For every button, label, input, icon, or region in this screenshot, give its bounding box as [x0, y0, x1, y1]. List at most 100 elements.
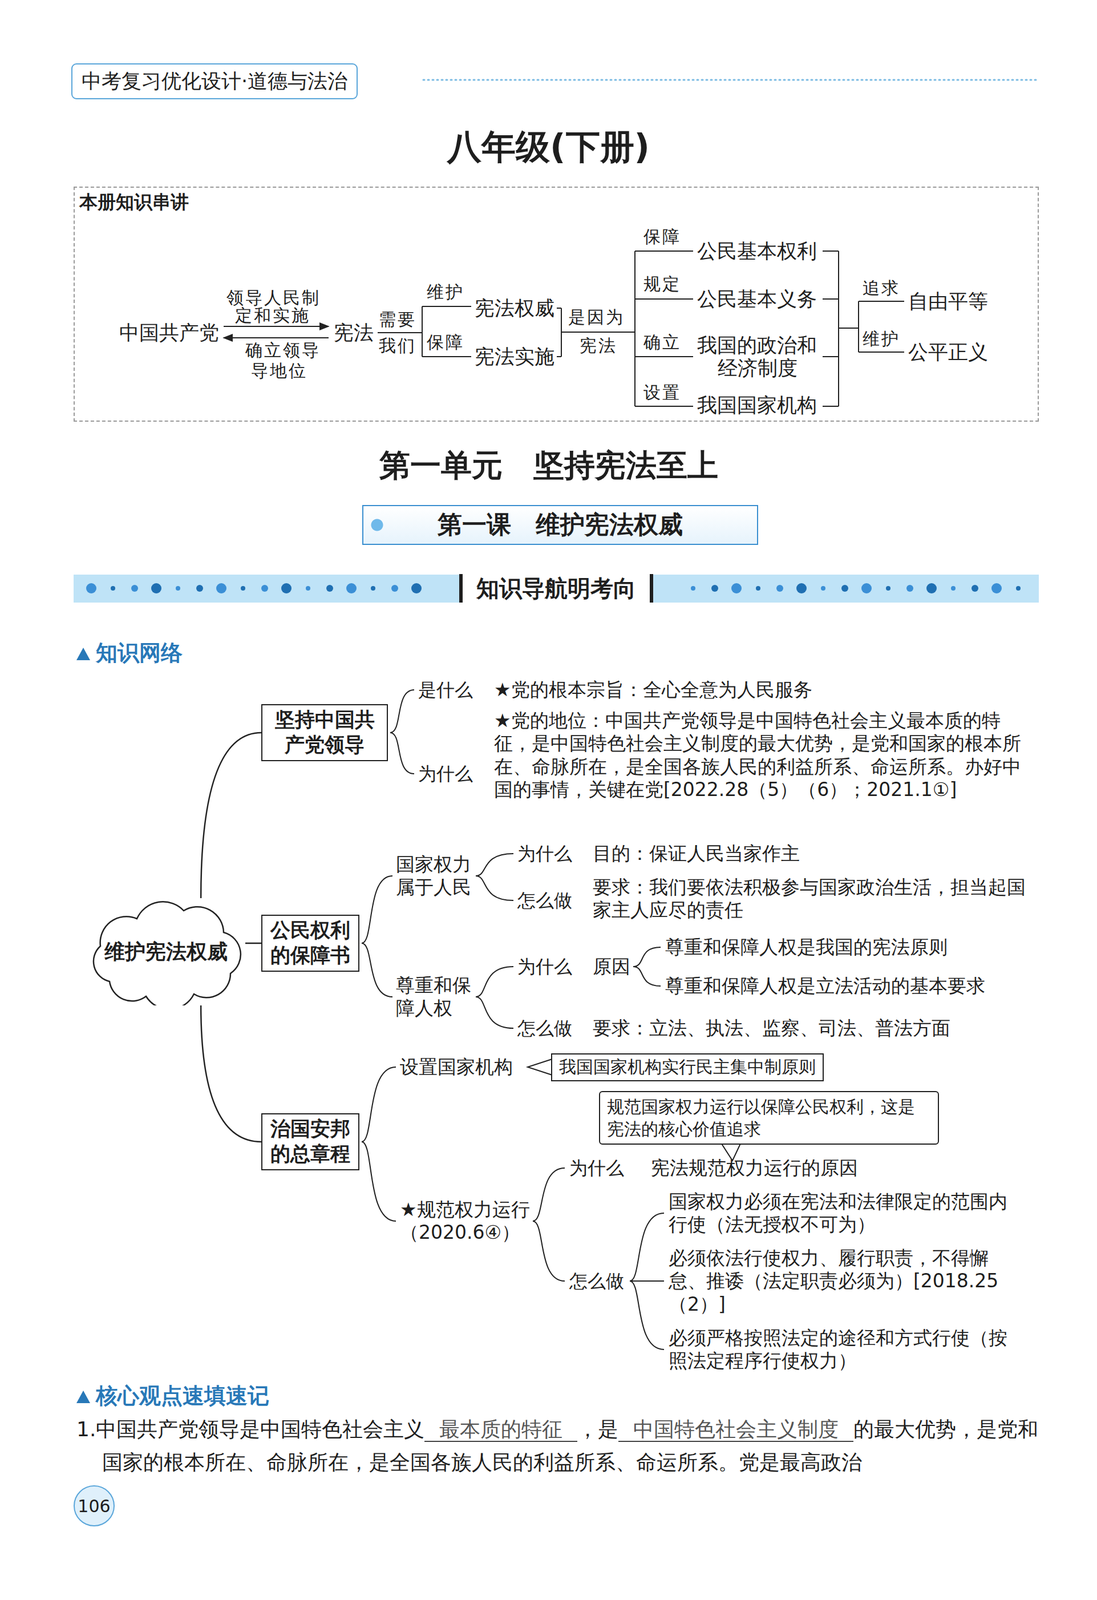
paragraph-text: 1.中国共产党领导是中国特色社会主义 — [76, 1417, 425, 1441]
node-text: 治国安邦的总章程 — [265, 1116, 355, 1167]
label-text: 宪法规范权力运行的原因 — [650, 1156, 858, 1180]
label-text: 我国国家机构 — [697, 393, 817, 418]
banner-dot — [1015, 585, 1021, 591]
page-title: 八年级(下册) — [0, 127, 1097, 166]
label-text: 怎么做 — [517, 1017, 573, 1039]
banner-dot — [370, 585, 376, 591]
brace-line — [475, 853, 514, 876]
node-text: 106 — [77, 1495, 111, 1516]
banner-dot — [885, 585, 891, 591]
banner-dot — [131, 584, 139, 592]
banner-dot — [926, 583, 937, 594]
label-text: 中国共产党 — [119, 320, 220, 345]
brace-line — [390, 732, 415, 774]
label-text: 尊重和保障人权 — [395, 973, 476, 1020]
brace-line — [633, 946, 661, 967]
cloud-path — [93, 901, 241, 1006]
label-text: ★党的地位：中国共产党领导是中国特色社会主义最本质的特征，是中国特色社会主义制度… — [494, 709, 1025, 801]
label-text: 领导人民制 — [226, 287, 321, 309]
label-text: 怎么做 — [569, 1269, 625, 1292]
label-text: 追求 — [862, 277, 901, 299]
brace-line — [361, 1066, 396, 1142]
concept-map-lines — [223, 251, 905, 407]
brace-line — [629, 1280, 665, 1350]
header-rule — [423, 79, 1036, 82]
label-text: 维护 — [862, 328, 901, 350]
label-text: 宪法权威 — [474, 296, 555, 321]
label-text: 国家权力属于人民 — [395, 852, 476, 900]
connector — [200, 732, 262, 898]
banner-dot — [281, 583, 292, 594]
banner-dot — [326, 584, 334, 592]
label-text: 确立领导 — [245, 339, 321, 361]
label-text: 确立 — [643, 332, 682, 353]
node-text: 坚持中国共产党领导 — [265, 707, 384, 758]
label-text: ★规范权力运行（2020.6④） — [399, 1197, 533, 1245]
node-text: 公民权利的保障书 — [265, 917, 355, 969]
page-number: 106 — [73, 1484, 115, 1526]
brace-line — [633, 966, 661, 986]
label-text: 怎么做 — [517, 889, 573, 912]
banner-dot — [261, 584, 269, 592]
section-triangle — [76, 1390, 91, 1403]
banner-dot — [175, 585, 181, 591]
label-text: 宪法 — [579, 335, 618, 356]
label-text: 原因 — [592, 954, 631, 978]
label-text: 国家权力必须在宪法和法律限定的范围内行使（法无授权不可为） — [668, 1189, 1023, 1237]
label-text: 知识网络 — [95, 640, 183, 667]
label-text: 维护 — [426, 281, 465, 303]
label-text: 为什么 — [418, 762, 473, 785]
brace-line — [361, 875, 393, 943]
label-text: 是什么 — [418, 678, 473, 701]
label-text: 宪法实施 — [474, 344, 555, 369]
node-text: 中考复习优化设计·道德与法治 — [81, 67, 348, 95]
banner-dot — [216, 583, 227, 594]
label-text: 规定 — [643, 273, 682, 295]
label-text: 必须严格按照法定的途径和方式行使（按照法定程序行使权力） — [668, 1326, 1023, 1373]
lesson-title-box: 第一课 维护宪法权威 — [362, 504, 759, 545]
section-banner: 知识导航明考向 — [73, 574, 1039, 602]
label-text: 设置国家机构 — [399, 1055, 513, 1079]
summary-panel: 本册知识串讲 — [73, 186, 1039, 422]
banner-dot — [971, 584, 979, 592]
banner-dot — [820, 585, 826, 591]
label-text: 核心观点速填速记 — [95, 1382, 270, 1410]
callout-box: 规范国家权力运行以保障公民权利，这是宪法的核心价值追求 — [598, 1090, 939, 1145]
brace-line — [532, 1167, 565, 1221]
label-text: 公平正义 — [908, 339, 989, 364]
banner-dot — [796, 583, 807, 594]
label-text: 公民基本义务 — [697, 286, 817, 311]
callout-box: 我国国家机构实行民主集中制原则 — [551, 1053, 824, 1082]
label-text: 我国的政治和 — [697, 333, 817, 358]
banner-dot — [731, 583, 742, 594]
connector — [245, 942, 262, 945]
connector — [200, 1005, 262, 1142]
review-paragraph: 1.中国共产党领导是中国特色社会主义最本质的特征，是中国特色社会主义制度的最大优… — [76, 1412, 1041, 1479]
banner-dot — [711, 584, 719, 592]
banner-dot — [776, 584, 784, 592]
label-text: 保障 — [643, 226, 682, 248]
topic-box: 坚持中国共产党领导 — [261, 703, 388, 761]
brace-line — [475, 875, 514, 901]
label-text: 经济制度 — [717, 355, 798, 380]
brace-line — [361, 1141, 396, 1221]
callout-pointer — [527, 1058, 553, 1075]
label-text: 公民基本权利 — [697, 239, 817, 263]
banner-dot — [86, 583, 97, 594]
banner-dot — [411, 583, 422, 594]
banner-dot — [240, 585, 246, 591]
label-text: 为什么 — [517, 955, 573, 978]
label-text: 要求：立法、执法、监察、司法、普法方面 — [592, 1016, 951, 1040]
label-text: 为什么 — [569, 1156, 625, 1179]
label-text: 要求：我们要依法积极参与国家政治生活，担当起国家主人应尽的责任 — [592, 875, 1038, 922]
label-text: 需要 — [378, 309, 417, 330]
banner-dot — [861, 583, 872, 594]
brace-line — [532, 1220, 565, 1281]
blank-answer: 中国特色社会主义制度 — [618, 1417, 854, 1442]
banner-dot — [110, 585, 116, 591]
header-box: 中考复习优化设计·道德与法治 — [71, 63, 358, 100]
banner-dot — [755, 585, 761, 591]
label-text: 保障 — [426, 332, 465, 353]
node-text: 知识导航明考向 — [459, 573, 654, 603]
section-triangle — [76, 647, 91, 661]
